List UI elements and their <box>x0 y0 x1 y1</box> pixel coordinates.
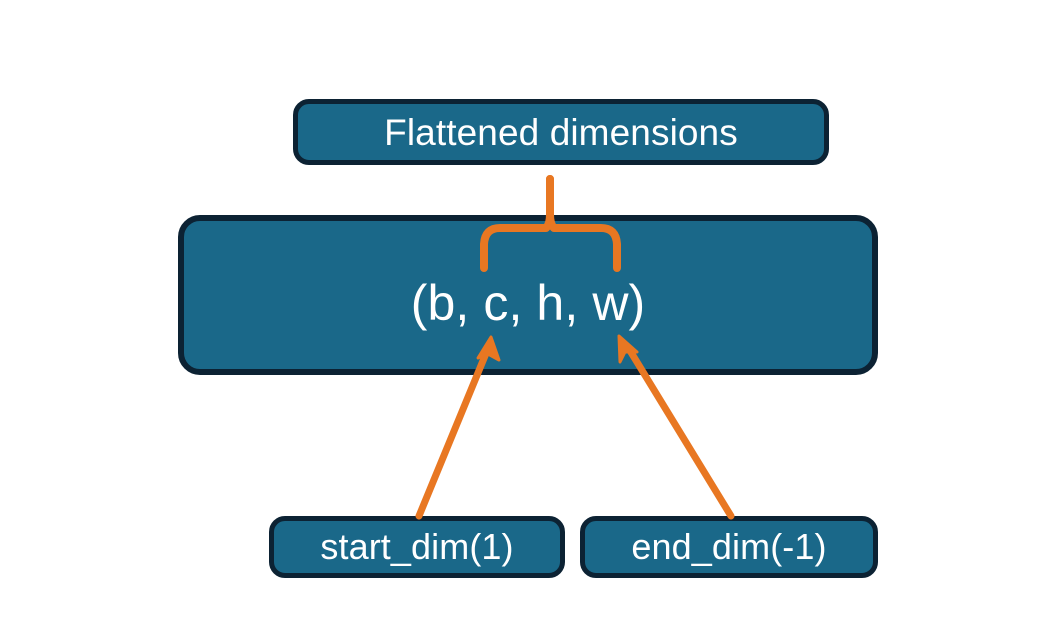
flattened-dimensions-box: Flattened dimensions <box>293 99 829 165</box>
start-dim-label: start_dim(1) <box>320 526 514 567</box>
flattened-dimensions-label: Flattened dimensions <box>384 111 738 153</box>
tensor-shape-box: (b, c, h, w) <box>178 215 878 375</box>
end-dim-label: end_dim(-1) <box>631 526 827 567</box>
end-dim-box: end_dim(-1) <box>580 516 878 578</box>
tensor-shape-label: (b, c, h, w) <box>410 275 646 331</box>
start-dim-box: start_dim(1) <box>269 516 565 578</box>
